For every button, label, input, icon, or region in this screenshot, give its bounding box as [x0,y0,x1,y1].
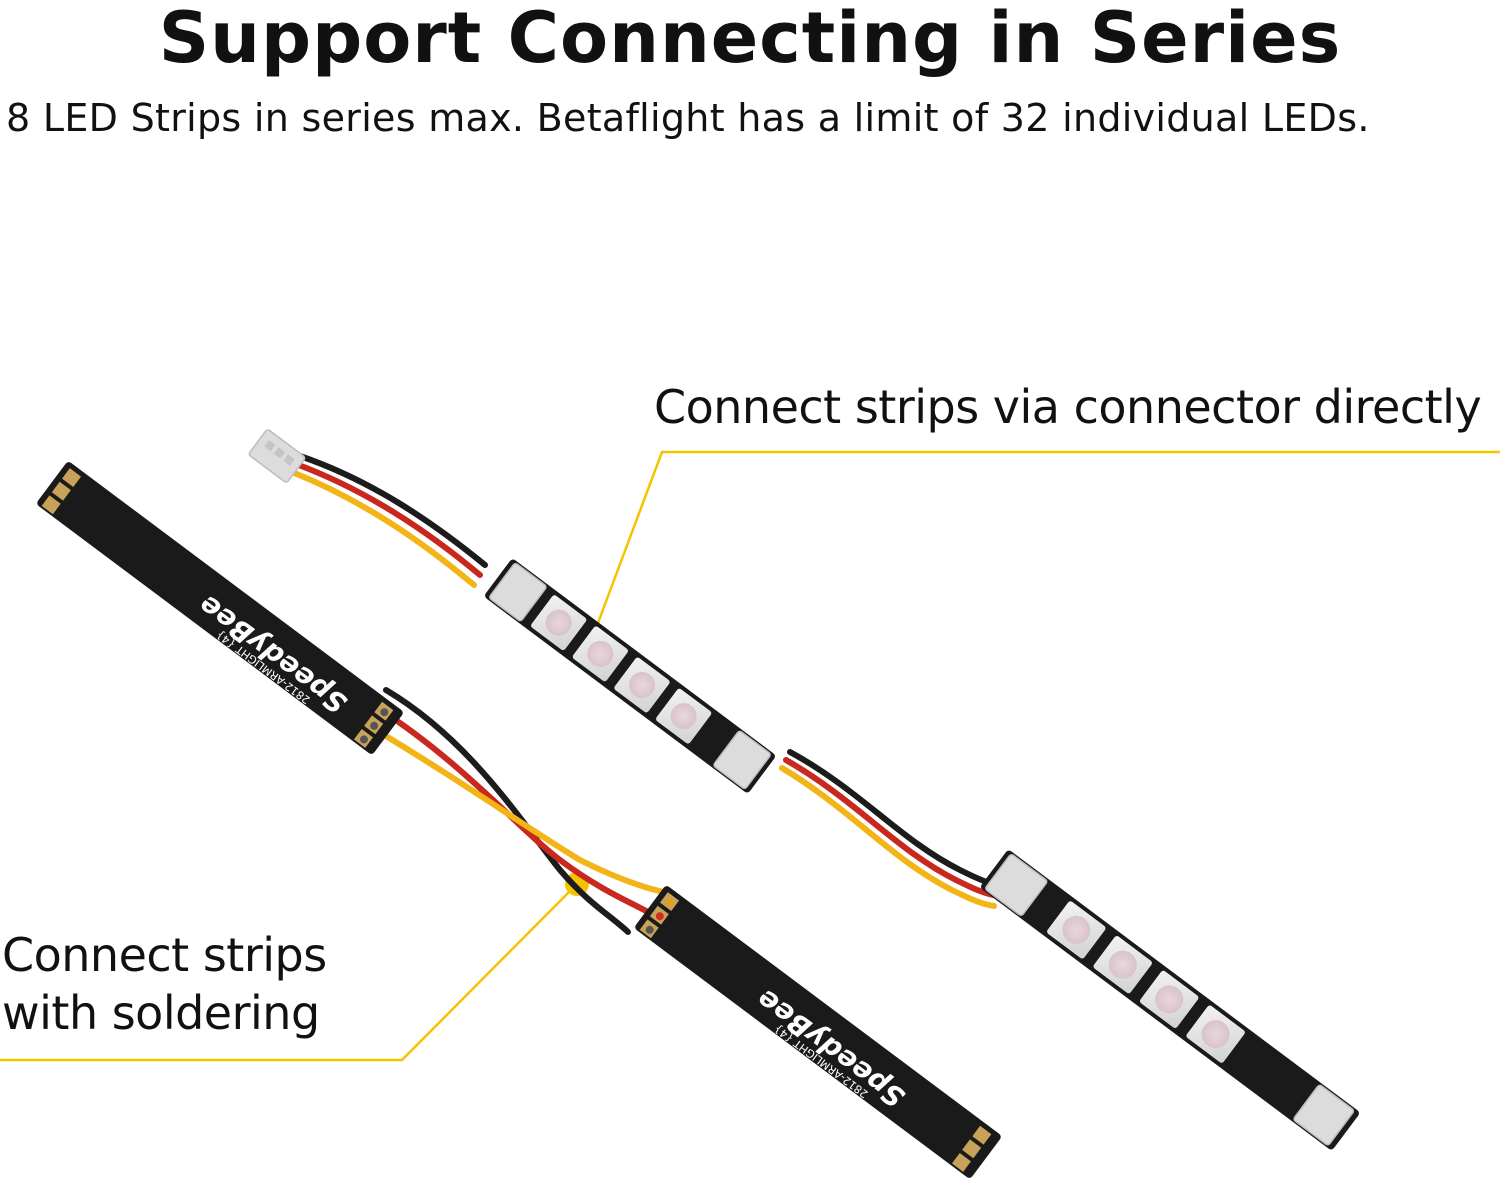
brand-label: SpeedyBee [192,588,353,720]
page-subtitle: 8 LED Strips in series max. Betaflight h… [6,96,1370,140]
input-cable [289,453,488,588]
led-strip-soldered-top: SpeedyBee 2812-ARMLIGHT {4} [37,462,403,754]
soldered-wires [363,687,667,935]
brand-label: SpeedyBee [750,983,911,1115]
led-strip-connector-top [485,559,775,793]
led-strip-soldered-bottom: SpeedyBee 2812-ARMLIGHT {4} [635,886,1001,1178]
led-strip-connector-bottom [981,850,1359,1150]
connector-cable [779,749,1005,909]
callout-soldering-line2: with soldering [2,986,320,1040]
page-title: Support Connecting in Series [158,0,1342,79]
callout-soldering-line1: Connect strips [2,928,327,982]
callout-line-connector [577,450,1500,659]
jst-plug [248,429,306,483]
callout-connector-label: Connect strips via connector directly [654,380,1482,434]
callout-soldering-label: Connect strips with soldering [2,926,327,1042]
